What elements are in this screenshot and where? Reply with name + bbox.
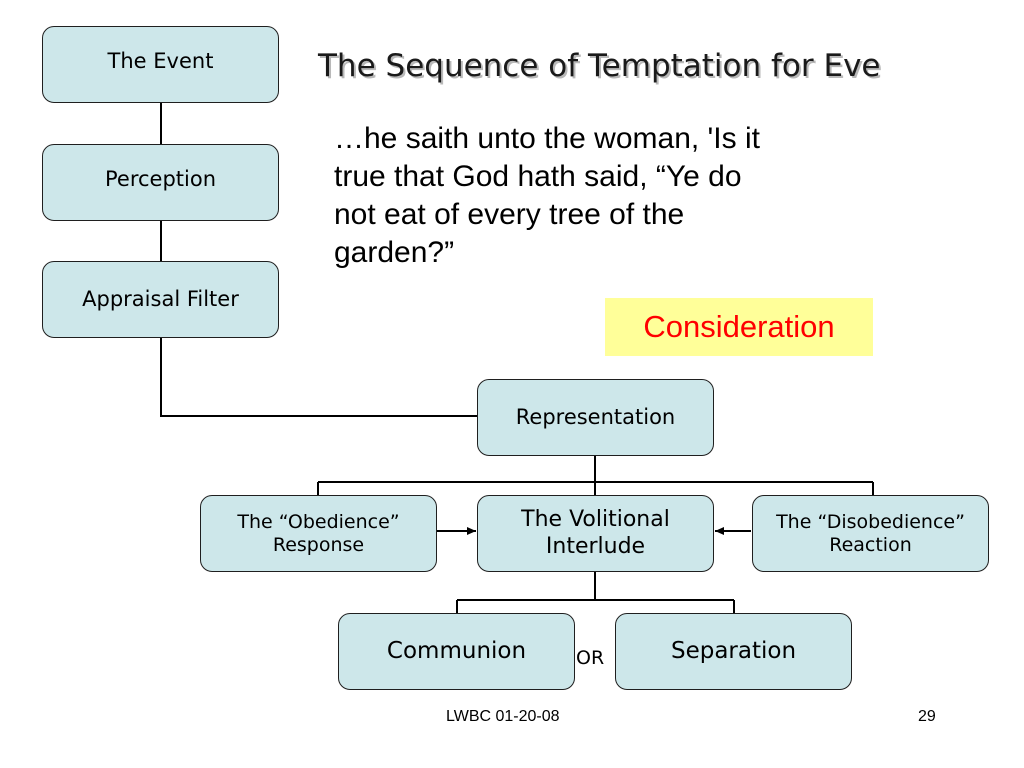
quote-line: garden?” bbox=[334, 236, 455, 269]
page-number: 29 bbox=[918, 708, 936, 725]
scripture-quote: …he saith unto the woman, 'Is it true th… bbox=[334, 120, 924, 272]
node-volitional-interlude: The Volitional Interlude bbox=[477, 495, 714, 572]
quote-line: true that God hath said, “Ye do bbox=[334, 160, 742, 193]
footer-date: LWBC 01-20-08 bbox=[446, 708, 560, 725]
connector-appraisal-representation bbox=[160, 338, 477, 417]
quote-line: not eat of every tree of the bbox=[334, 198, 685, 231]
node-the-event: The Event bbox=[42, 26, 279, 103]
consideration-highlight: Consideration bbox=[605, 298, 873, 356]
or-label: OR bbox=[576, 647, 605, 669]
slide-title: The Sequence of Temptation for Eve bbox=[318, 48, 881, 84]
node-disobedience-reaction: The “Disobedience” Reaction bbox=[752, 495, 989, 572]
node-communion: Communion bbox=[338, 613, 575, 690]
node-separation: Separation bbox=[615, 613, 852, 690]
node-obedience-response: The “Obedience” Response bbox=[200, 495, 437, 572]
node-perception: Perception bbox=[42, 144, 279, 221]
node-representation: Representation bbox=[477, 379, 714, 456]
quote-line: …he saith unto the woman, 'Is it bbox=[334, 122, 760, 155]
node-appraisal-filter: Appraisal Filter bbox=[42, 261, 279, 338]
